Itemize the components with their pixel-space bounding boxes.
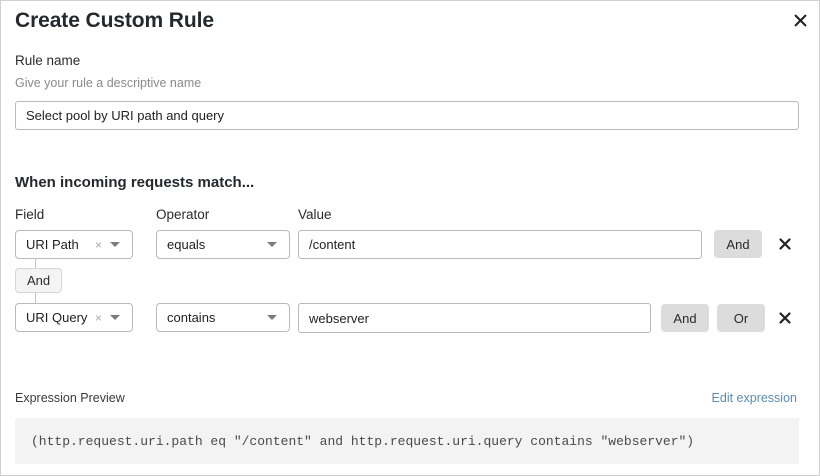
expression-preview-text: (http.request.uri.path eq "/content" and…	[31, 433, 695, 449]
connector-line-bottom	[35, 293, 36, 303]
conditions-heading: When incoming requests match...	[15, 174, 255, 191]
chevron-down-icon-operator-1[interactable]	[263, 242, 289, 247]
connector-line-top	[35, 258, 36, 268]
chevron-down-icon-field-2[interactable]	[106, 315, 132, 320]
field-select-label-1: URI Path	[26, 237, 79, 252]
or-button-row-2[interactable]: Or	[717, 304, 765, 332]
dialog-header: Create Custom Rule	[1, 1, 819, 47]
delete-condition-icon-2[interactable]	[775, 307, 795, 329]
condition-row: URI Query St... × contains And Or	[1, 303, 819, 333]
clear-icon-1[interactable]: ×	[94, 237, 102, 252]
chevron-down-icon-operator-2[interactable]	[263, 315, 289, 320]
condition-connector: And	[15, 258, 175, 304]
rule-name-input[interactable]	[15, 101, 799, 130]
column-header-operator: Operator	[156, 207, 210, 222]
value-input-2[interactable]	[298, 303, 651, 333]
clear-icon-2[interactable]: ×	[94, 310, 102, 325]
page-title: Create Custom Rule	[15, 9, 214, 32]
operator-select-label-2: contains	[167, 310, 216, 325]
close-icon[interactable]	[787, 7, 813, 33]
column-header-field: Field	[15, 207, 45, 222]
delete-condition-icon-1[interactable]	[775, 233, 795, 255]
column-header-value: Value	[298, 207, 332, 222]
and-button-row-2[interactable]: And	[661, 304, 709, 332]
operator-select-2[interactable]: contains	[156, 303, 290, 332]
field-select-label-2: URI Query St...	[26, 310, 91, 325]
operator-select-label-1: equals	[167, 237, 206, 252]
edit-expression-link[interactable]: Edit expression	[711, 391, 797, 405]
rule-name-label: Rule name	[15, 53, 81, 68]
expression-preview-box: (http.request.uri.path eq "/content" and…	[15, 418, 799, 464]
condition-row: URI Path × equals And	[1, 230, 819, 259]
field-select-1[interactable]: URI Path ×	[15, 230, 133, 259]
chevron-down-icon-field-1[interactable]	[106, 242, 132, 247]
operator-select-1[interactable]: equals	[156, 230, 290, 259]
value-input-1[interactable]	[298, 230, 702, 259]
field-select-2[interactable]: URI Query St... ×	[15, 303, 133, 332]
expression-preview-label: Expression Preview	[15, 391, 125, 405]
and-button-row-1[interactable]: And	[714, 230, 762, 258]
connector-and-chip[interactable]: And	[15, 268, 63, 293]
rule-name-help-text: Give your rule a descriptive name	[15, 76, 202, 90]
